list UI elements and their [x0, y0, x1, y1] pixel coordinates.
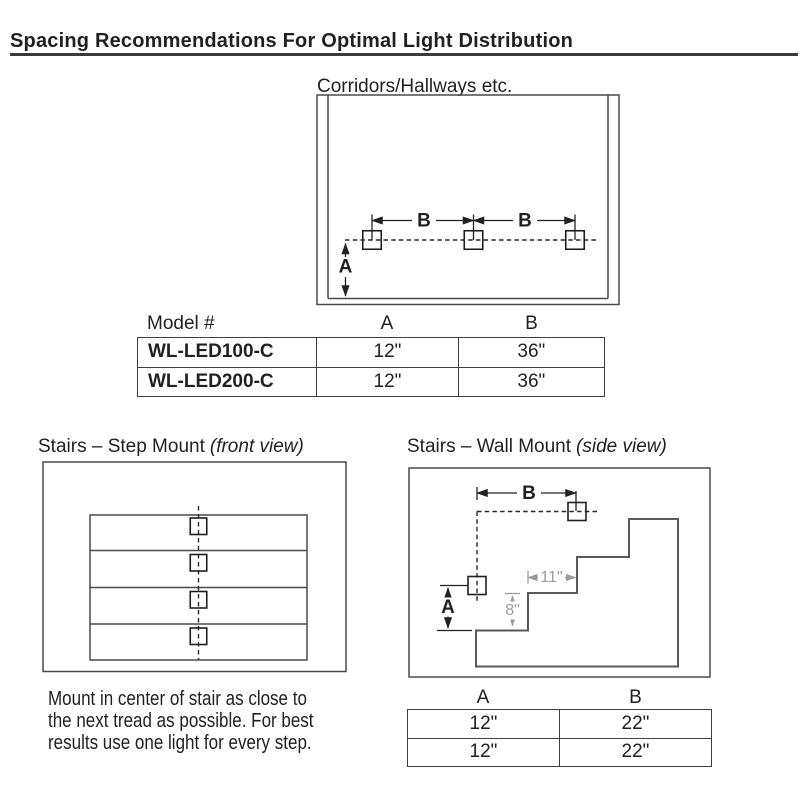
header-model: Model #	[147, 313, 215, 334]
dim-b2-label: B	[518, 211, 532, 232]
step-mount-heading: Stairs – Step Mount(front view)	[38, 436, 304, 458]
step-mount-view-label: (front view)	[209, 436, 304, 457]
light-square	[189, 627, 208, 646]
a-value-cell: 12"	[469, 712, 498, 734]
corridor-spacing-table: Model # A B WL-LED100-C 12" 36" WL-LED20…	[137, 311, 605, 397]
label-mask	[513, 210, 537, 230]
light-square	[463, 229, 484, 251]
corridor-lights	[361, 229, 586, 251]
header-b: B	[525, 313, 538, 334]
a-value-cell: 12"	[469, 741, 498, 763]
corridor-diagram: B B A	[316, 94, 620, 306]
staircase-profile	[475, 518, 679, 668]
corridor-table-header: Model # A B	[137, 311, 605, 337]
corridor-walls	[316, 94, 620, 306]
light-square-upper	[567, 501, 587, 522]
riser-height-label: 8"	[505, 602, 520, 619]
table-row: 12" 22"	[408, 710, 711, 738]
dimension-a: A	[437, 584, 472, 632]
dim-a-label: A	[441, 597, 455, 618]
tread-depth-label: 11"	[540, 569, 562, 586]
light-square	[361, 229, 383, 251]
header-a: A	[476, 686, 490, 708]
table-row: WL-LED200-C 12" 36"	[138, 366, 604, 396]
header-b: B	[629, 686, 642, 708]
mounting-note-line: results use one light for every step.	[48, 731, 312, 754]
mounting-note-line: the next tread as possible. For best	[48, 709, 314, 732]
mounting-note: Mount in center of stair as close to the…	[48, 688, 314, 754]
step-mount-heading-text: Stairs – Step Mount	[38, 436, 205, 457]
light-square	[189, 517, 208, 536]
step-mount-diagram	[42, 461, 347, 673]
mounting-note-line: Mount in center of stair as close to	[48, 688, 307, 710]
dimension-b-lines	[371, 214, 576, 240]
wall-mount-heading: Stairs – Wall Mount(side view)	[407, 436, 667, 458]
wall-mount-diagram: B A 11" 8"	[408, 467, 711, 678]
label-mask	[412, 210, 436, 230]
wall-table-header: A B	[407, 686, 712, 709]
table-row: WL-LED100-C 12" 36"	[138, 338, 604, 367]
light-square	[189, 590, 208, 609]
light-square	[564, 229, 586, 251]
wall-diagram-frame	[408, 467, 711, 678]
dimension-riser-height: 8"	[503, 592, 523, 627]
dimension-b: B	[476, 483, 577, 511]
corridor-heading: Corridors/Hallways etc.	[317, 76, 513, 97]
light-square	[189, 553, 208, 572]
header-a: A	[380, 313, 394, 334]
wall-mount-spacing-table: A B 12" 22" 12" 22"	[407, 686, 712, 767]
wall-mount-view-label: (side view)	[576, 436, 667, 457]
table-row: 12" 22"	[408, 737, 711, 766]
dim-a-label: A	[339, 257, 353, 278]
dim-b-label: B	[522, 483, 536, 504]
a-value-cell: 12"	[316, 367, 457, 396]
dimension-tread-depth: 11"	[527, 568, 577, 587]
dim-b1-label: B	[417, 211, 431, 232]
page-title: Spacing Recommendations For Optimal Ligh…	[10, 30, 574, 52]
model-cell: WL-LED100-C	[148, 341, 274, 363]
b-value-cell: 36"	[457, 338, 604, 367]
b-value-cell: 36"	[457, 367, 604, 396]
a-value-cell: 12"	[316, 338, 457, 367]
wall-mount-heading-text: Stairs – Wall Mount	[407, 436, 572, 457]
b-value-cell: 22"	[559, 710, 711, 738]
step-mount-lights	[189, 517, 208, 646]
dimension-a-arrow: A	[335, 242, 356, 297]
step-diagram-frame	[42, 461, 347, 673]
title-rule	[10, 53, 798, 56]
b-value-cell: 22"	[559, 738, 711, 766]
model-cell: WL-LED200-C	[148, 370, 274, 392]
